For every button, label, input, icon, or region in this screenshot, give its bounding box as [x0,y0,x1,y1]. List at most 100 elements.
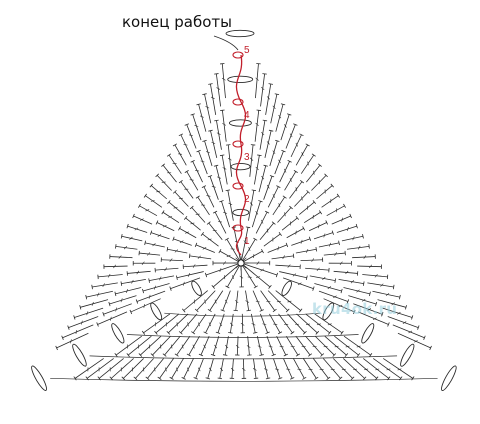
stitch [267,336,274,355]
red-chain-segment [236,144,241,186]
stitch [256,212,267,233]
stitch [352,257,375,258]
stitch [210,176,218,199]
stitch [324,253,345,255]
stitch-tick [353,369,357,370]
stitch-top [337,194,340,198]
stitch [187,125,196,149]
stitch-tick [306,324,310,325]
stitch [216,166,223,192]
stitch-top [315,377,319,379]
stitch-tick [195,170,199,171]
stitch [198,197,210,215]
stitch-tick [188,322,189,326]
stitch [242,265,256,287]
stitch-top [167,154,171,156]
stitch-tick [336,208,337,212]
stitch-top [266,378,270,379]
stitch [177,272,204,278]
stitch [276,291,301,311]
stitch [315,336,334,355]
stitch [283,278,313,289]
stitch-tick [206,196,210,197]
stitch [222,110,226,141]
stitch-top [189,254,190,258]
stitch-tick [143,367,144,371]
stitch [285,171,296,190]
stitch-top [145,241,146,245]
stitch-top [259,355,263,356]
stitch-tick [253,254,254,258]
stitch-top [220,110,224,111]
stitch [163,165,176,182]
stitch [261,74,265,107]
stitch-top [208,130,212,131]
stitch [334,336,358,355]
stitch [334,271,358,273]
stitch [155,268,178,270]
red-chain-segment [240,102,245,144]
stitch [156,314,179,333]
stitch [222,155,227,184]
stitch-top [327,377,331,380]
stitch [325,336,347,355]
stitch [110,257,133,258]
stitch-top [121,281,122,285]
corner-chain-arch [190,280,203,297]
stitch [123,358,143,378]
stitch [243,358,244,378]
stitch [177,336,190,355]
stitch-tick [132,367,133,371]
stitch-top [208,84,212,85]
stitch [255,110,259,141]
stitch-tick [218,221,222,222]
stitch [128,336,151,355]
stitch-top [363,234,364,238]
stitch [357,266,381,267]
stitch [169,202,184,215]
stitch [277,336,286,355]
stitch [301,260,323,261]
stitch [201,336,209,355]
stitch [206,314,216,333]
stitch-top [369,353,372,357]
stitch-top [247,310,251,311]
stitch-top [294,170,298,172]
stitch [314,283,341,291]
stitch [196,358,204,378]
corner-chain-arch [228,76,253,83]
stitch-top [316,247,317,251]
corner-chain-arch [280,280,293,297]
stitch-top [158,377,162,380]
stitch-tick [318,224,319,228]
stitch [169,155,181,174]
corner-chain-arch [360,322,376,344]
stitch [163,212,179,222]
stitch-top [257,155,261,156]
stitch [98,274,123,276]
stitch [259,166,266,192]
stitch [337,226,357,232]
stitch [111,358,133,378]
stitch-top [202,94,206,95]
stitch-top [115,244,116,248]
stitch [193,114,201,140]
stitch [253,291,262,311]
chain-arches [29,30,458,392]
stitch-top [341,289,342,293]
stitch [74,308,103,317]
stitch [317,186,333,199]
stitch [268,187,278,208]
stitch [175,145,186,165]
stitch [68,316,98,327]
stitch-top [144,194,147,198]
stitch [143,283,170,291]
stitch [137,291,165,301]
stitch [322,196,339,208]
stitch [343,358,364,378]
stitch-top [293,254,294,258]
stitch-top [179,180,183,183]
stitch [309,222,327,230]
stitch [143,314,169,333]
stitch [327,206,345,216]
